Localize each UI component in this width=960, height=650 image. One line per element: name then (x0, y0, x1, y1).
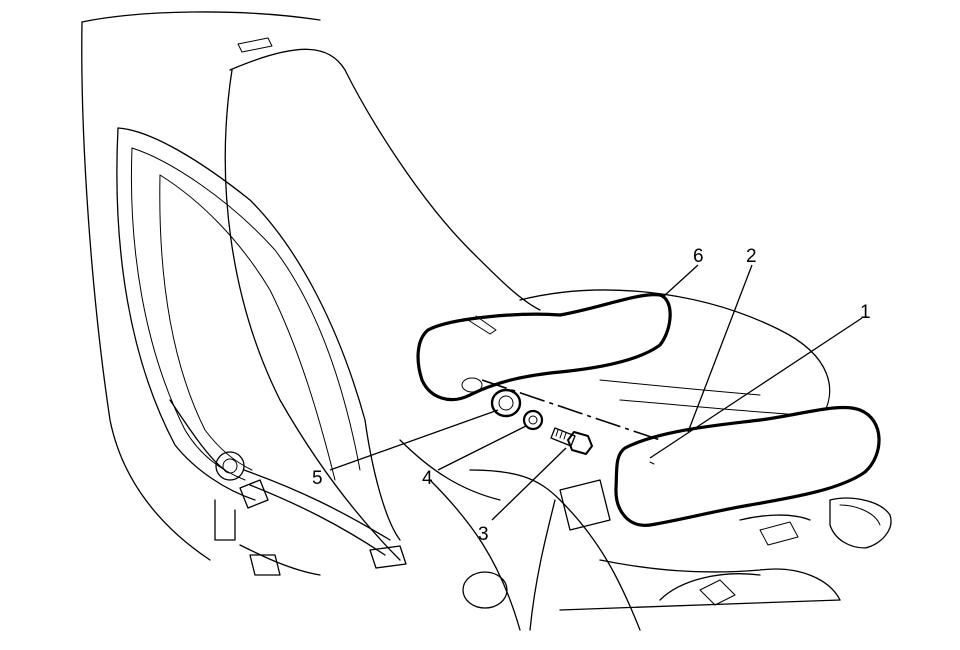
leader-2 (687, 264, 753, 433)
leader-3 (491, 447, 567, 521)
leader-lines (329, 264, 863, 521)
callout-6: 6 (693, 246, 704, 267)
callout-2: 2 (746, 246, 757, 267)
leader-6 (663, 264, 699, 297)
callout-1: 1 (860, 302, 871, 323)
seat-back (81, 11, 541, 561)
washer-5 (490, 388, 522, 418)
leader-4 (437, 425, 527, 471)
armrest-outer (416, 293, 672, 402)
callout-4: 4 (422, 468, 433, 489)
seat-cushion-frame (399, 289, 892, 631)
callout-3: 3 (478, 524, 489, 545)
alignment-centerline (481, 379, 661, 441)
washer-4 (522, 409, 544, 431)
leader-5 (329, 409, 499, 471)
leader-1 (649, 317, 863, 459)
bolt-3 (550, 427, 593, 455)
armrest-pad (614, 405, 881, 527)
callout-5: 5 (312, 468, 323, 489)
recliner-mechanism (169, 399, 407, 576)
